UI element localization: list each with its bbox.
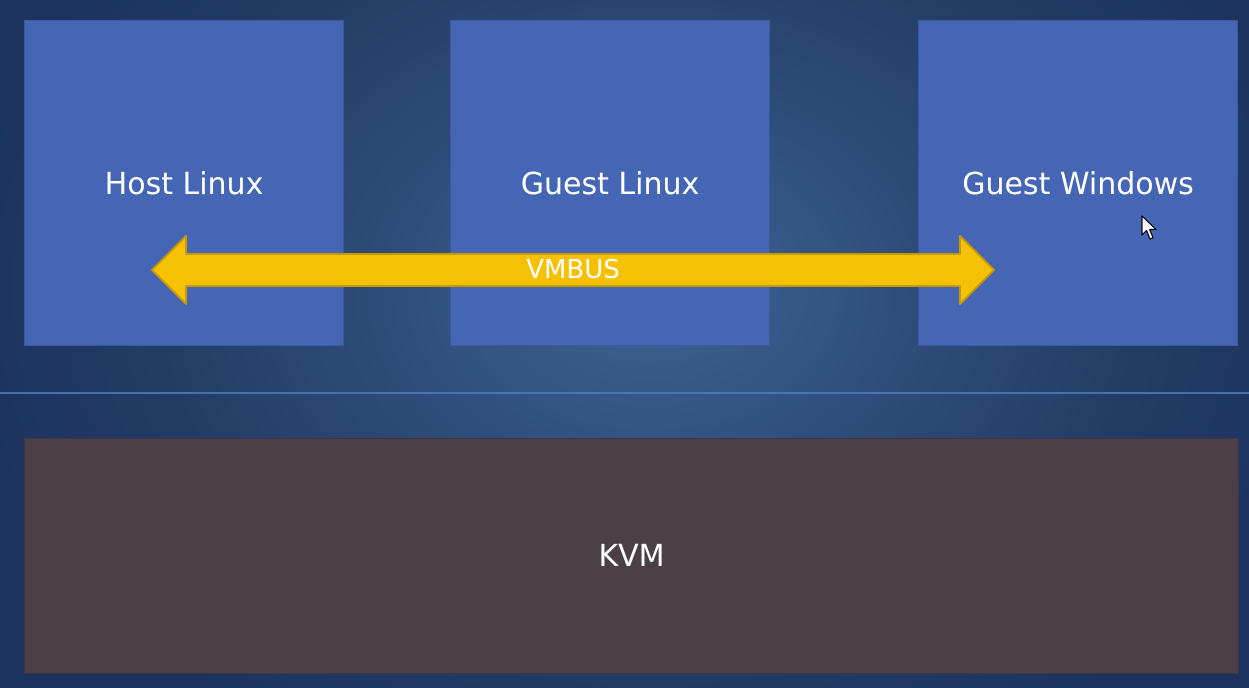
guest-linux-label: Guest Linux — [520, 167, 700, 202]
kvm-label: KVM — [598, 539, 665, 574]
kvm-box: KVM — [24, 438, 1239, 674]
double-headed-arrow-icon — [151, 235, 995, 305]
vmbus-arrow-shape — [151, 235, 995, 305]
guest-linux-box: Guest Linux — [450, 20, 770, 346]
host-linux-label: Host Linux — [104, 167, 264, 202]
guest-windows-label: Guest Windows — [962, 167, 1194, 202]
layer-divider — [0, 392, 1249, 394]
mouse-pointer-icon — [1141, 215, 1157, 240]
vmbus-label: VMBUS — [526, 255, 620, 285]
